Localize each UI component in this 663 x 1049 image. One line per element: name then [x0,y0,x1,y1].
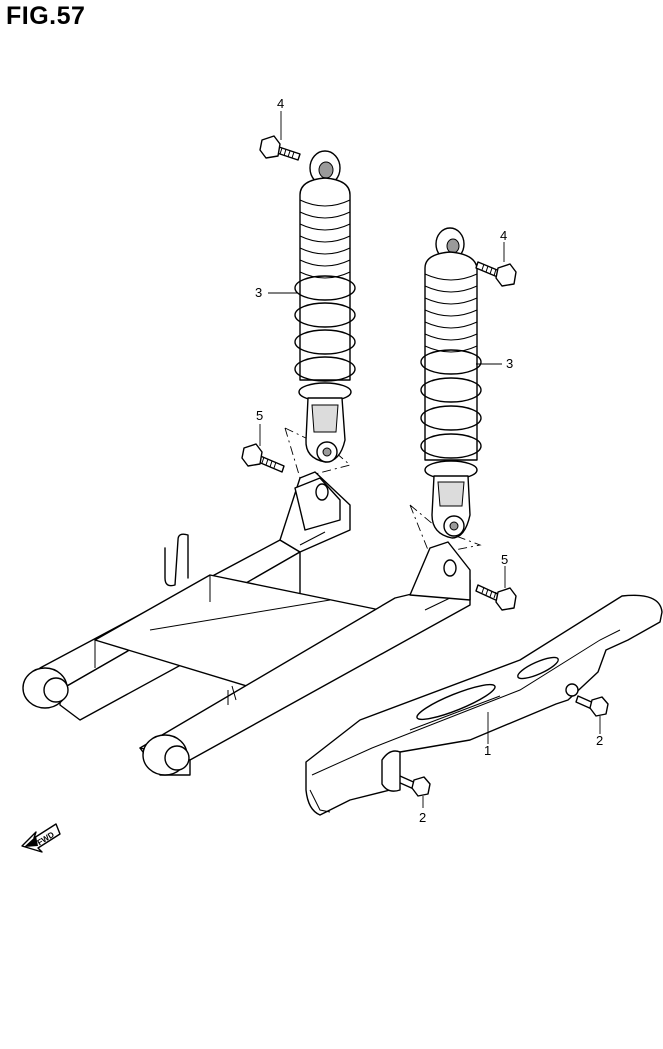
figure-title: FIG.57 [6,2,86,30]
callout-2-upper: 2 [596,733,603,748]
leader-lines [259,111,601,808]
upper-bolt-right[interactable] [475,261,517,287]
rear-shock-absorber-left[interactable] [294,150,356,463]
callout-5-left: 5 [256,408,263,423]
swingarm[interactable] [22,427,482,776]
upper-bolt-left[interactable] [259,135,301,161]
rear-shock-absorber-right[interactable] [420,227,482,539]
lower-bolt-right[interactable] [475,584,517,611]
chain-case-bolt-upper[interactable] [575,695,609,717]
callout-3-left: 3 [255,285,262,300]
fwd-arrow-icon: FWD [21,823,61,853]
lower-bolt-left[interactable] [241,443,285,473]
callout-2-lower: 2 [419,810,426,825]
callout-3-right: 3 [506,356,513,371]
callout-5-right: 5 [501,552,508,567]
callout-4-upper-right: 4 [500,228,507,243]
callout-1-chain-case: 1 [484,743,491,758]
chain-case-bolt-lower[interactable] [397,775,431,797]
callout-4-upper-left: 4 [277,96,284,111]
chain-case[interactable] [305,594,663,816]
